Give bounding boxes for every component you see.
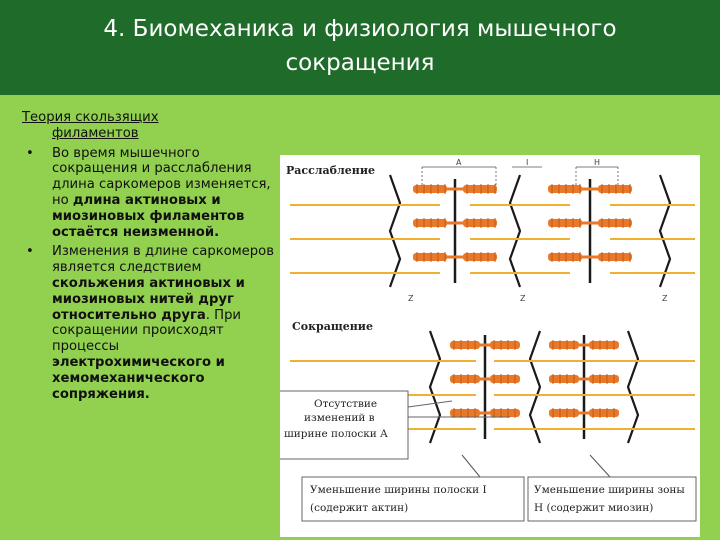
title-line-2: сокращения <box>285 50 435 76</box>
contracted-sarcomere <box>290 330 695 444</box>
z-line <box>626 330 640 444</box>
box-h-line-1: Уменьшение ширины зоны <box>534 484 685 496</box>
myosin-filament <box>598 185 632 193</box>
section-heading: Теория скользящих филаментов <box>22 110 280 142</box>
z-line <box>388 174 402 288</box>
bullet-2-bold-1: скольжения актиновых и миозиновых нитей … <box>52 275 245 323</box>
label-a-band: A <box>456 158 462 167</box>
bullet-2-mid: . При сокращении происходят процессы <box>52 307 242 355</box>
slide-title: 4. Биомеханика и физиология мышечного со… <box>0 0 720 95</box>
myosin-filament <box>548 185 582 193</box>
bullet-1-text: Во время мышечного сокращения и расслабл… <box>52 145 271 208</box>
z-line <box>428 330 442 444</box>
box-i-line-2: (содержит актин) <box>310 502 408 514</box>
note-line-3: ширине полоски A <box>284 428 388 440</box>
bullet-dot: • <box>26 145 34 161</box>
box-i-band <box>301 476 525 522</box>
myosin-filament <box>490 375 520 383</box>
note-pointer <box>407 400 453 408</box>
bullet-2-text: Изменения в длине саркомеров является сл… <box>52 244 275 276</box>
bullet-1-bold: длина актиновых и миозиновых филаментов … <box>52 192 245 240</box>
myosin-filament <box>548 219 582 227</box>
z-line <box>508 174 522 288</box>
label-z-2: Z <box>520 294 526 303</box>
box-i-line-1: Уменьшение ширины полоски I <box>310 484 487 496</box>
title-line-1: 4. Биомеханика и физиология мышечного <box>103 16 617 42</box>
myosin-filament <box>598 253 632 261</box>
label-relaxation: Расслабление <box>286 164 375 177</box>
myosin-filament <box>450 375 480 383</box>
label-z-3: Z <box>662 294 668 303</box>
myosin-filament <box>549 341 579 349</box>
myosin-filament <box>413 253 447 261</box>
myosin-filament <box>450 409 480 417</box>
bullet-2: • Изменения в длине саркомеров является с… <box>22 244 280 402</box>
myosin-filament <box>549 375 579 383</box>
text-block: Теория скользящих филаментов • Во время м… <box>22 110 280 402</box>
pointer-i-band <box>461 454 481 478</box>
sarcomere-svg: Расслабление Сокращение A I H Z Z Z Отсу… <box>280 158 697 522</box>
myosin-filament <box>490 341 520 349</box>
label-i-band: I <box>526 158 528 167</box>
heading-line-1: Теория скользящих <box>22 110 159 125</box>
pointer-h-zone <box>589 454 611 478</box>
note-box <box>280 390 409 460</box>
sarcomere-diagram: Расслабление Сокращение A I H Z Z Z Отсу… <box>280 155 700 537</box>
myosin-filament <box>413 219 447 227</box>
myosin-filament <box>490 409 520 417</box>
myosin-filament <box>589 375 619 383</box>
myosin-filament <box>463 253 497 261</box>
myosin-filament <box>450 341 480 349</box>
heading-line-2: филаментов <box>52 125 139 141</box>
note-line-1: Отсутствие <box>314 398 377 410</box>
myosin-filament <box>463 219 497 227</box>
myosin-filament <box>589 341 619 349</box>
z-line <box>658 174 672 288</box>
myosin-filament <box>589 409 619 417</box>
z-line <box>528 330 542 444</box>
bullet-2-bold-2: электрохимического и хемомеханического с… <box>52 354 225 402</box>
bullet-1: • Во время мышечного сокращения и расслаб… <box>22 146 280 241</box>
label-z-1: Z <box>408 294 414 303</box>
dimension-marks-top <box>421 166 619 195</box>
myosin-filament <box>413 185 447 193</box>
note-line-2: изменений в <box>304 412 375 424</box>
relaxed-sarcomere <box>290 174 695 288</box>
myosin-filament <box>598 219 632 227</box>
myosin-filament <box>463 185 497 193</box>
bullet-dot: • <box>26 244 34 260</box>
label-h-zone: H <box>594 158 600 167</box>
box-h-zone <box>527 476 697 522</box>
myosin-filament <box>549 409 579 417</box>
box-h-line-2: H (содержит миозин) <box>534 502 653 514</box>
label-contraction: Сокращение <box>292 320 373 333</box>
myosin-filament <box>548 253 582 261</box>
